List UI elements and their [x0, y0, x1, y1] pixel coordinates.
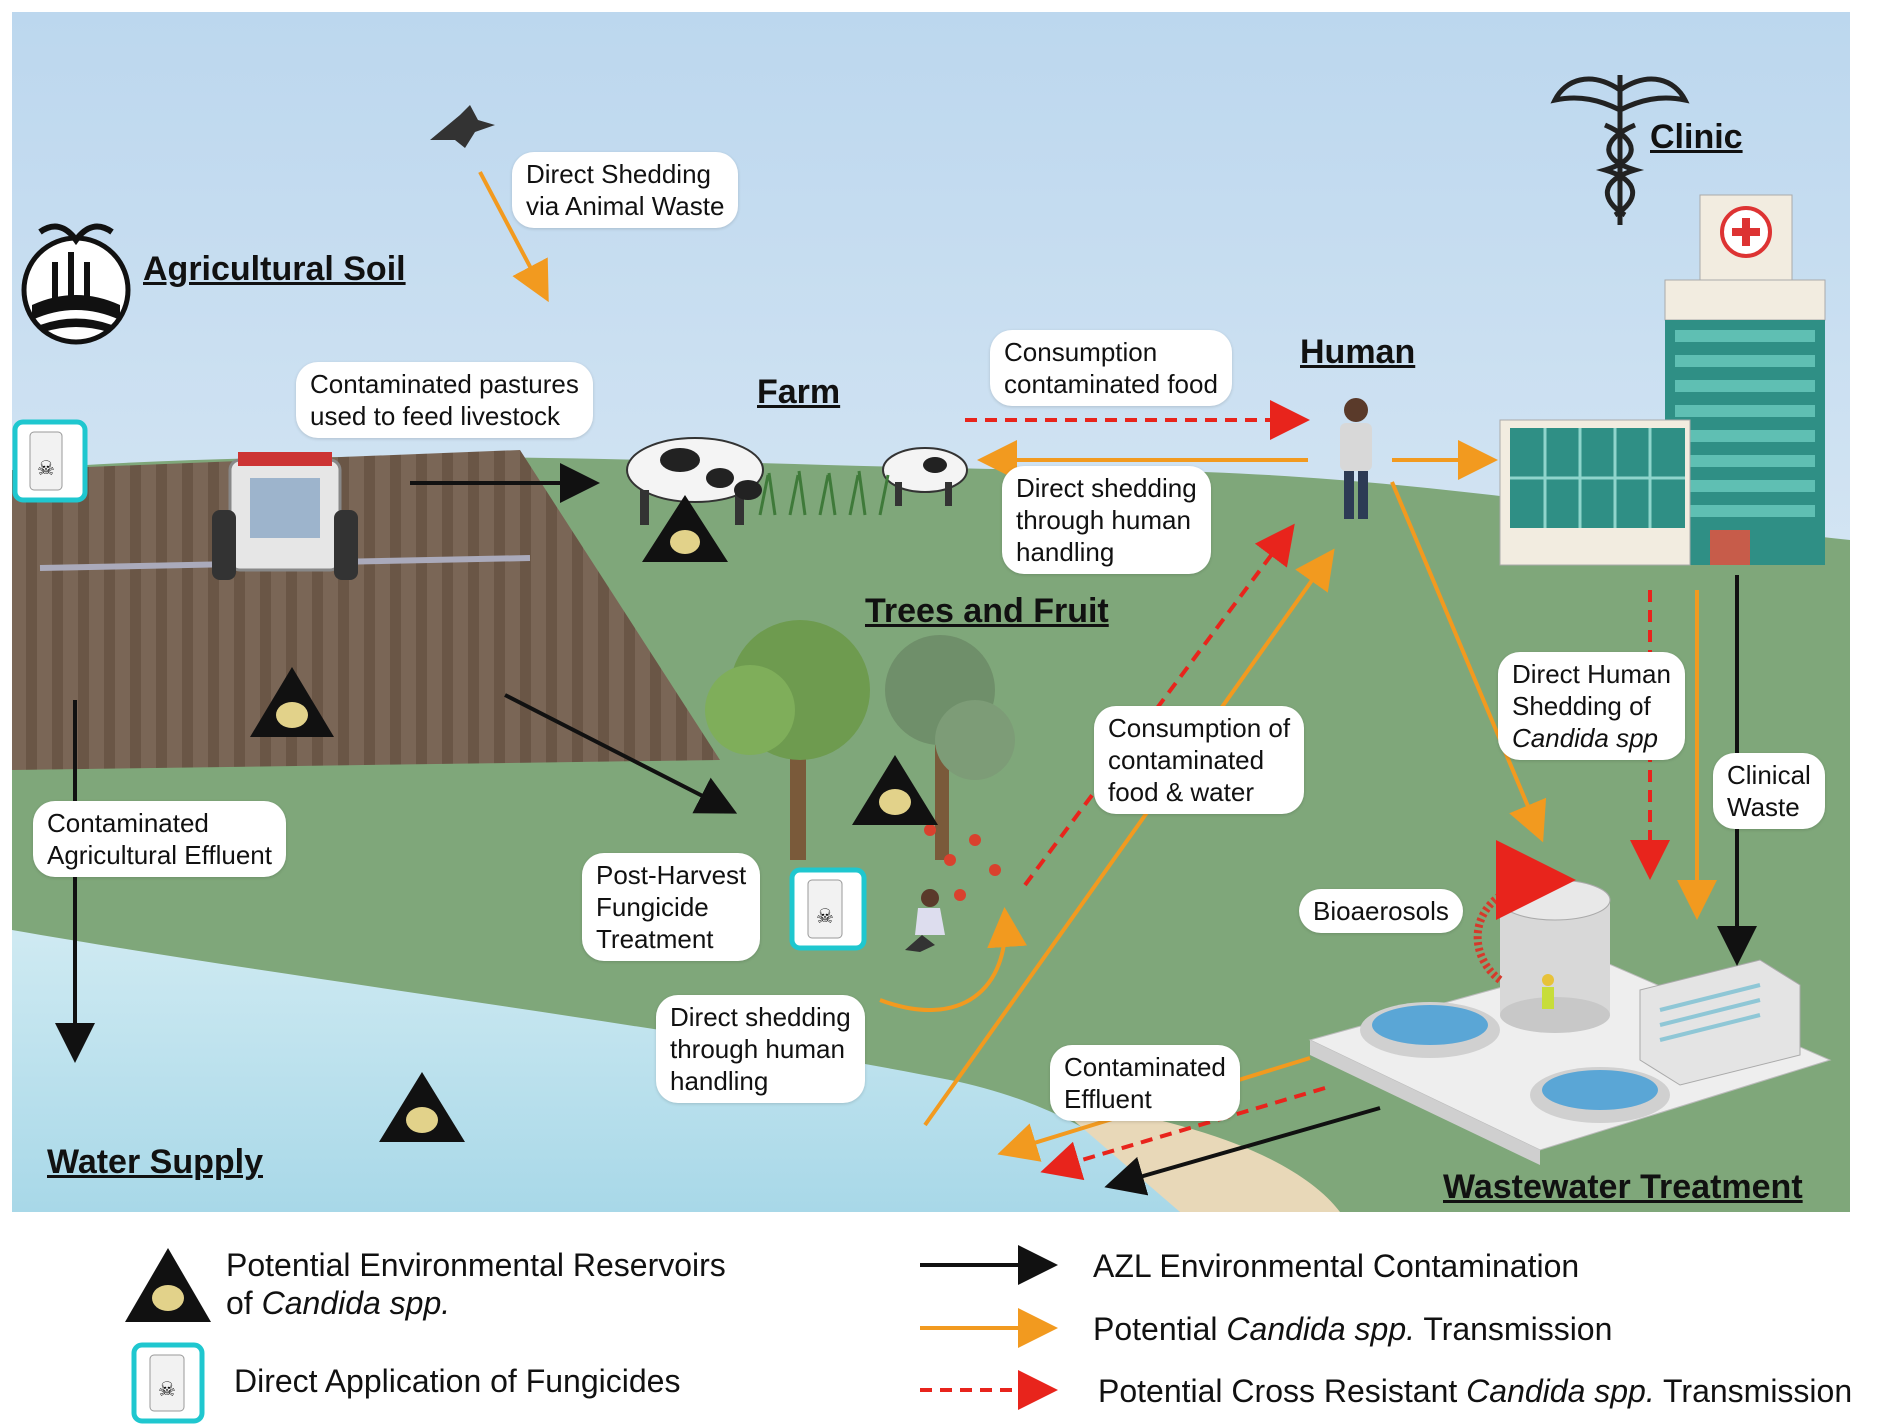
fungicide-bottle-icon: ☠ [789, 867, 867, 951]
bioaerosol-arc [1473, 840, 1576, 984]
crop-rows [758, 470, 890, 516]
label-bioaerosols: Bioaerosols [1299, 889, 1463, 933]
svg-text:☠: ☠ [37, 456, 55, 480]
heading-trees-and-fruit: Trees and Fruit [865, 592, 1109, 630]
legend-candida-text: Potential Candida spp. Transmission [1093, 1311, 1613, 1347]
bird [430, 105, 495, 148]
reservoir-icon [250, 667, 334, 737]
svg-text:☠: ☠ [816, 904, 834, 928]
agricultural-field [12, 450, 720, 770]
water-body [12, 930, 1180, 1212]
cow-large [626, 437, 764, 525]
agriculture-field-icon [21, 223, 131, 345]
azl-arrows [55, 463, 1757, 1196]
fungicide-bottle-icon: ☠ [12, 419, 88, 503]
caduceus-icon [1550, 75, 1690, 225]
heading-wastewater-treatment: Wastewater Treatment [1443, 1168, 1803, 1206]
heading-human: Human [1300, 333, 1416, 371]
legend-azl-text: AZL Environmental Contamination [1093, 1248, 1580, 1284]
cow-small [882, 447, 968, 506]
wastewater-plant [1308, 879, 1832, 1165]
heading-agricultural-soil: Agricultural Soil [143, 250, 406, 288]
heading-clinic: Clinic [1650, 118, 1743, 156]
legend-fungicide-icon: ☠ [131, 1342, 205, 1424]
legend-reservoir-icon [125, 1248, 211, 1322]
hospital-building [1499, 194, 1826, 566]
trees [705, 620, 1015, 901]
legend-cross-text: Potential Cross Resistant Candida spp. T… [1098, 1373, 1853, 1409]
tractor-sprayer [39, 452, 531, 580]
heading-water-supply: Water Supply [47, 1143, 263, 1181]
farm-worker [905, 889, 945, 952]
shore-sand [1050, 1100, 1340, 1212]
reservoir-icon [852, 755, 938, 825]
reservoir-icon [642, 495, 728, 562]
svg-text:☠: ☠ [158, 1377, 176, 1401]
reservoir-icon [379, 1072, 465, 1142]
legend-fungicide-text: Direct Application of Fungicides [234, 1363, 681, 1399]
heading-farm: Farm [757, 373, 841, 411]
human-figure [1340, 398, 1372, 519]
legend-reservoir-text: Potential Environmental Reservoirs of Ca… [226, 1247, 726, 1321]
